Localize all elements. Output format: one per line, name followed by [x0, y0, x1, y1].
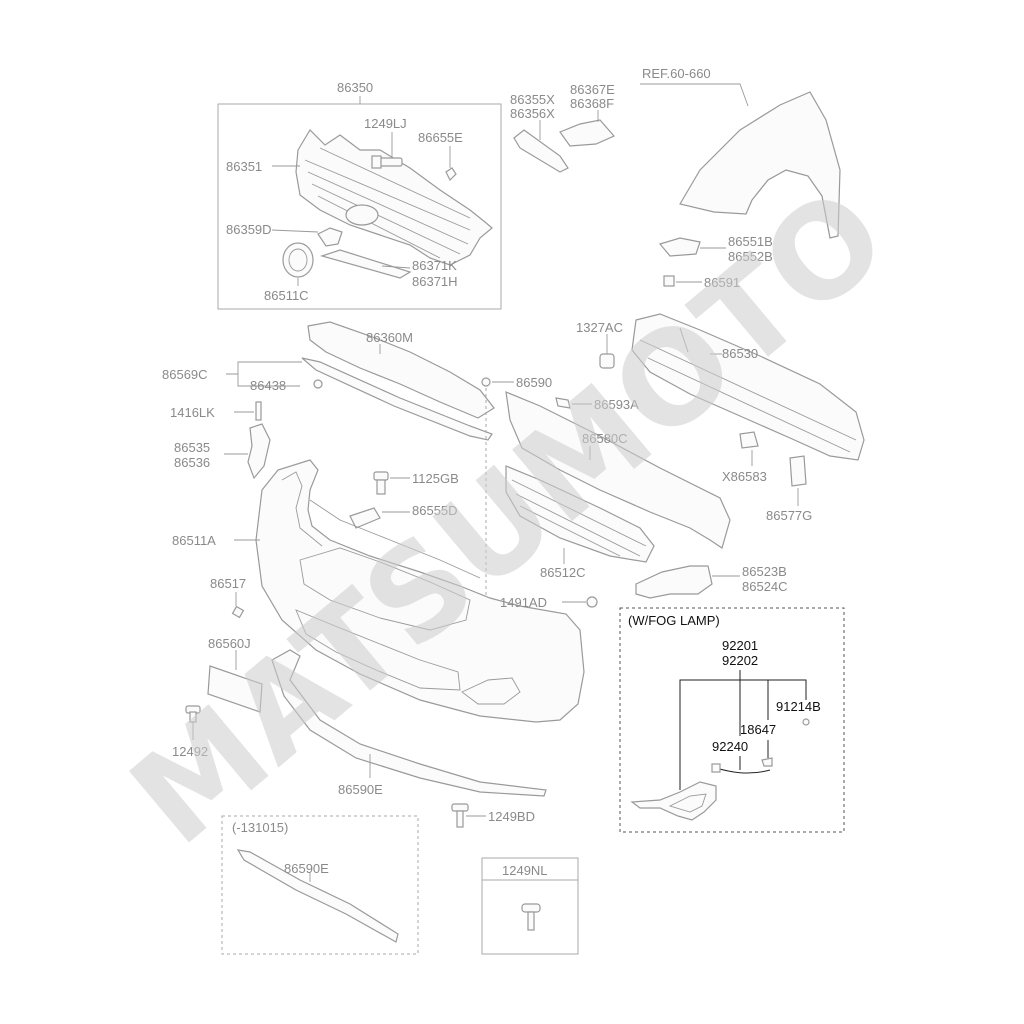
label-86593A: 86593A [594, 397, 639, 412]
clip-86438 [313, 379, 323, 389]
connector-92240 [711, 763, 721, 773]
lip-86590E-variant [236, 849, 399, 943]
label-86355X: 86355X [510, 92, 555, 107]
leader-86438 [237, 374, 300, 387]
screw-86591 [663, 275, 675, 287]
label-86360M: 86360M [366, 330, 413, 345]
label-86577G: 86577G [766, 508, 812, 523]
label-131015: (-131015) [232, 820, 288, 835]
leader-ref [640, 83, 749, 107]
plate-86577G [789, 455, 807, 487]
label-86580C: 86580C [582, 431, 628, 446]
label-92201: 92201 [722, 638, 758, 653]
label-86368F: 86368F [570, 96, 614, 111]
label-86371H: 86371H [412, 274, 458, 289]
fog-cover-86523B [635, 565, 713, 599]
bracket-86551B [658, 237, 701, 257]
leader-86569C [226, 361, 302, 375]
clip-86590 [481, 377, 491, 387]
label-86511A: 86511A [172, 533, 216, 548]
fog-lamp-box [619, 607, 845, 833]
fog-lamp-title: (W/FOG LAMP) [628, 613, 720, 628]
lower-grille-86512C [505, 465, 655, 563]
label-86371K: 86371K [412, 258, 457, 273]
cap-86517 [231, 605, 245, 619]
screw-1249BD [451, 803, 469, 828]
label-92202: 92202 [722, 653, 758, 668]
label-1125GB: 1125GB [412, 471, 459, 486]
part-86555D [349, 507, 381, 529]
label-86511C: 86511C [264, 288, 309, 303]
label-86552B: 86552B [728, 249, 773, 264]
label-86590: 86590 [516, 375, 552, 390]
label-ref: REF.60-660 [642, 66, 711, 81]
plate-X86583 [739, 431, 759, 449]
bumper-beam-86530 [631, 313, 865, 461]
leader-86371K [381, 265, 411, 269]
clip-86655E [445, 167, 457, 182]
label-1491AD: 1491AD [500, 595, 547, 610]
screw-1125GB [373, 471, 389, 495]
label-86356X: 86356X [510, 106, 555, 121]
label-1327AC: 1327AC [576, 320, 623, 335]
fog-lamp-assy [630, 781, 717, 821]
label-86517: 86517 [210, 576, 246, 591]
label-86590E: 86590E [338, 782, 383, 797]
label-92240: 92240 [712, 739, 748, 754]
label-18647: 18647 [740, 722, 776, 737]
label-86367E: 86367E [570, 82, 615, 97]
wire-92240 [715, 767, 771, 774]
label-86530: 86530 [722, 346, 758, 361]
box-1249NL [481, 857, 579, 955]
bulb-18647 [761, 757, 773, 767]
moulding-86371K [319, 249, 412, 279]
label-86560J: 86560J [208, 636, 251, 651]
part-1491AD [586, 596, 598, 608]
radiator-grille [295, 129, 493, 266]
leader-86359D [271, 229, 319, 233]
label-86351: 86351 [226, 159, 262, 174]
label-86438: 86438 [250, 378, 286, 393]
label-86569C: 86569C [162, 367, 208, 382]
label-86590E2: 86590E [284, 861, 329, 876]
rivet-1249NL [521, 903, 541, 931]
label-91214B: 91214B [776, 699, 821, 714]
label-86655E: 86655E [418, 130, 463, 145]
label-86523B: 86523B [742, 564, 787, 579]
label-86512C: 86512C [540, 565, 586, 580]
label-X86583: X86583 [722, 469, 767, 484]
bumper-cover-86511A [255, 459, 585, 723]
emblem-86359D [317, 227, 343, 247]
leader-92201 [679, 679, 807, 790]
lower-bracket-86580C [505, 391, 731, 549]
label-1249NL: 1249NL [502, 863, 548, 878]
bolt-1249LJ [371, 155, 403, 169]
bolt-1416LK [255, 401, 262, 421]
bracket-86355X [513, 129, 569, 173]
plate-86560J [207, 665, 263, 713]
grille-group-box [217, 103, 502, 310]
bracket-86535 [247, 423, 271, 480]
label-86551B: 86551B [728, 234, 773, 249]
variant-box-131015 [221, 815, 419, 955]
label-86524C: 86524C [742, 579, 788, 594]
label-86555D: 86555D [412, 503, 458, 518]
label-86536: 86536 [174, 455, 210, 470]
strip-86569C [301, 357, 493, 441]
label-12492: 12492 [172, 744, 208, 759]
bracket-86367E [559, 119, 615, 147]
label-1416LK: 1416LK [170, 405, 215, 420]
label-86591: 86591 [704, 275, 740, 290]
part-91214B [802, 718, 810, 726]
emblem-86511C [282, 242, 314, 278]
label-86350: 86350 [337, 80, 373, 95]
label-1249BD: 1249BD [488, 809, 535, 824]
lip-86590E [271, 649, 547, 797]
label-1249LJ: 1249LJ [364, 116, 407, 131]
part-86593A [555, 397, 571, 409]
label-86359D: 86359D [226, 222, 272, 237]
label-86535: 86535 [174, 440, 210, 455]
